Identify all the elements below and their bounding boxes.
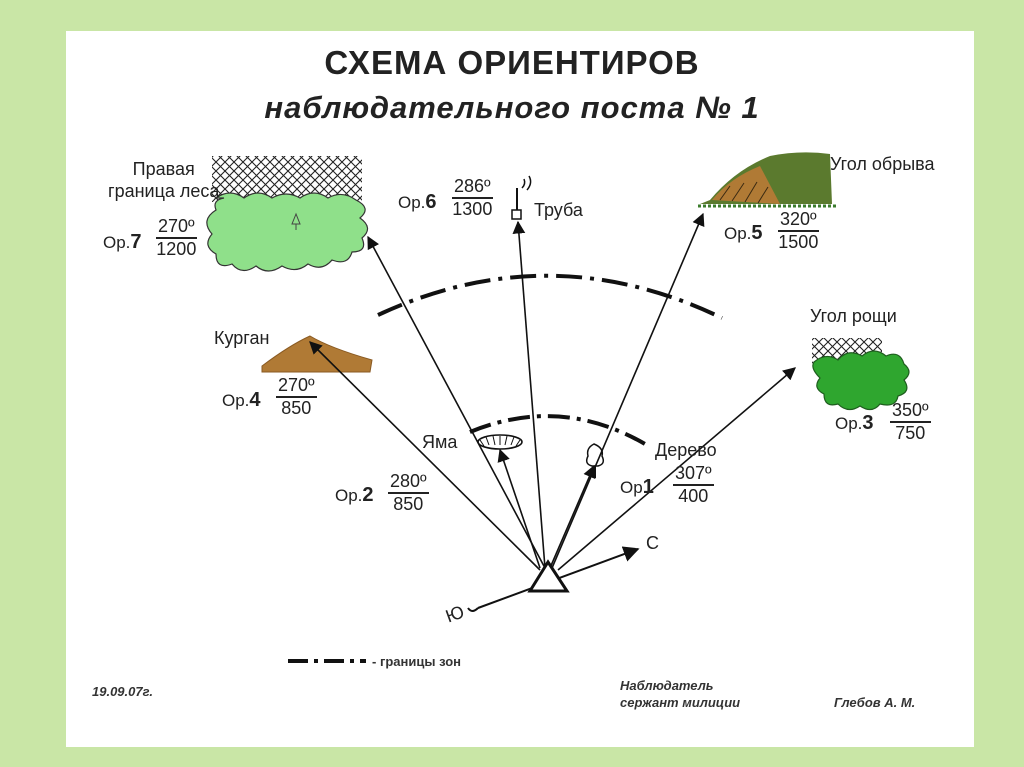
landmark-name-or2: Яма	[422, 432, 458, 452]
footer-date: 19.09.07г.	[92, 684, 153, 699]
ref-label-or2: Ор.2	[335, 484, 374, 506]
ref-label-or3: Ор.3	[835, 412, 874, 434]
ref-label-or1: Ор1	[620, 476, 654, 498]
legend-zone-label: - границы зон	[372, 654, 462, 669]
landmark-name-or5: Угол обрыва	[830, 154, 935, 174]
cliff-icon	[698, 152, 836, 208]
north-label: С	[646, 533, 659, 553]
mound-icon	[261, 335, 373, 373]
landmark-name-or1: Дерево	[655, 440, 717, 460]
tree-icon	[585, 443, 605, 478]
pit-icon	[477, 434, 523, 450]
footer-observer-name: Глебов А. М.	[834, 695, 916, 710]
ref-label-or5: Ор.5	[724, 222, 763, 244]
pipe-icon	[511, 175, 532, 220]
direction-rays	[309, 212, 796, 571]
ref-label-or7: Ор.7	[103, 231, 142, 253]
forest-icon	[206, 156, 369, 272]
ref-label-or6: Ор.6	[398, 191, 437, 213]
footer-observer-title: Наблюдатель	[620, 678, 714, 693]
page-title: СХЕМА ОРИЕНТИРОВ	[324, 44, 700, 81]
landmark-name-or7: Правая граница леса	[108, 159, 220, 201]
footer-observer-rank: сержант милиции	[620, 695, 741, 710]
page-subtitle: наблюдательного поста № 1	[264, 90, 760, 125]
landmark-name-or4: Курган	[214, 328, 270, 348]
grove-icon	[812, 338, 910, 411]
ref-label-or4: Ор.4	[222, 389, 261, 411]
landmark-name-or3: Угол рощи	[810, 306, 897, 326]
zone-boundary-near	[469, 414, 646, 446]
zone-boundary-far	[377, 273, 723, 320]
observation-post-icon	[527, 559, 570, 593]
landmark-name-or6: Труба	[534, 200, 583, 220]
